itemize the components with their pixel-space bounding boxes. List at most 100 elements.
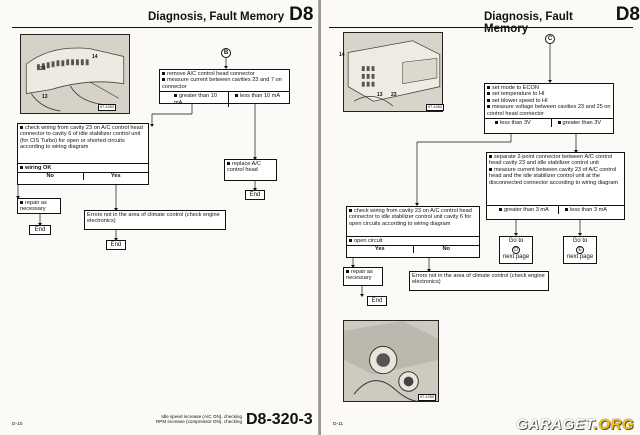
right-open-circuit: open circuit: [354, 238, 383, 244]
bullet-icon: [20, 126, 23, 130]
left-end-errors: End: [106, 240, 126, 250]
bullet-icon: [20, 166, 23, 170]
left-end-repair: End: [29, 225, 51, 235]
left-errors-not-text: Errors not in the area of climate contro…: [87, 212, 220, 225]
left-footer-line1: Idle speed increase (A/C ON), checking: [161, 414, 242, 419]
right-step-check: check wiring from cavity 23 on A/C contr…: [346, 206, 480, 258]
bullet-icon: [499, 208, 502, 212]
bullet-icon: [20, 201, 23, 205]
right-goto-e-marker: E: [576, 245, 584, 254]
right-step-set-4: measure voltage between cavities 23 and …: [487, 104, 611, 117]
left-answer-yes: Yes: [110, 173, 121, 180]
right-photo-label-13: 13: [377, 92, 383, 98]
left-footer-line2: RPM increase (compressor ON), checking: [155, 419, 242, 425]
left-step-check-text: check wiring from cavity 23 on A/C contr…: [20, 125, 143, 151]
right-goto-e-next: next page: [566, 254, 594, 260]
bullet-icon: [227, 162, 230, 166]
left-page-number: D-10: [12, 422, 23, 427]
right-goto-d-label: Go to: [508, 238, 524, 244]
right-photo-label-14: 14: [339, 52, 345, 58]
right-step-set: set mode to ECON set temperature to HI s…: [484, 83, 614, 134]
left-page: Diagnosis, Fault Memory D8: [0, 0, 319, 435]
bullet-icon: [489, 155, 492, 159]
right-goto-d: Go to D next page: [499, 236, 533, 264]
bullet-icon: [487, 92, 490, 96]
right-step-set-1: set mode to ECON: [492, 85, 539, 91]
left-step-remove: remove A/C control head connector measur…: [159, 69, 290, 108]
right-branch-gt3: greater than 3V: [562, 120, 602, 127]
right-sensor-photo: [343, 320, 439, 402]
bullet-icon: [495, 121, 498, 125]
left-start-marker: B: [221, 48, 231, 58]
right-answer-yes: Yes: [347, 246, 414, 253]
right-step-check-text: check wiring from cavity 23 on A/C contr…: [349, 208, 472, 227]
bullet-icon: [349, 239, 352, 243]
right-step-separate-1: separate 2-point connector between A/C c…: [489, 154, 613, 167]
right-goto-e: Go to E next page: [563, 236, 597, 264]
right-answer-no: No: [442, 246, 450, 253]
right-errors-not-text: Errors not in the area of climate contro…: [412, 273, 545, 286]
right-photo2-ref: 97-1059: [418, 394, 436, 401]
right-errors-not: Errors not in the area of climate contro…: [409, 271, 549, 291]
bullet-icon: [162, 72, 165, 76]
left-photo-label-23: 23: [40, 66, 46, 72]
right-repair-text: repair as necessary: [346, 269, 373, 282]
right-goto-e-label: Go to: [572, 238, 588, 244]
bullet-icon: [487, 98, 490, 102]
right-connector-photo: [343, 32, 443, 112]
site-watermark: GARAGET.ORG: [516, 416, 634, 433]
bullet-icon: [349, 209, 352, 213]
right-end-repair: End: [367, 296, 387, 306]
left-header-rule: [12, 27, 312, 28]
left-step-remove-1: remove A/C control head connector: [167, 71, 255, 77]
left-end-replace: End: [245, 190, 265, 200]
left-replace: replace A/C control head: [224, 159, 277, 181]
left-repair-text: repair as necessary: [20, 200, 47, 213]
left-replace-text: replace A/C control head: [227, 161, 261, 174]
watermark-main: GARAGET: [516, 416, 594, 433]
right-branch-gt3ma: greater than 3 mA: [504, 207, 549, 213]
bullet-icon: [162, 78, 165, 82]
left-connector-photo: [20, 34, 130, 114]
left-branch-lt: less than 10 mA: [240, 93, 281, 100]
right-page: Diagnosis, Fault Memory D8: [321, 0, 640, 435]
right-start-marker: C: [545, 34, 555, 44]
watermark-suffix: .ORG: [593, 416, 634, 433]
bullet-icon: [174, 94, 177, 98]
bullet-icon: [487, 86, 490, 90]
bullet-icon: [565, 208, 568, 212]
right-step-set-3: set blower speed to HI: [492, 97, 548, 104]
right-branch-lt3ma: less than 3 mA: [570, 207, 607, 213]
bullet-icon: [489, 167, 492, 171]
right-header-rule: [329, 27, 633, 28]
bullet-icon: [235, 94, 238, 98]
left-header-code: D8: [289, 4, 314, 25]
page-gutter: [318, 0, 322, 435]
left-step-check: check wiring from cavity 23 on A/C contr…: [17, 123, 149, 185]
left-photo-label-14: 14: [92, 54, 98, 60]
right-header-title: Diagnosis, Fault Memory: [484, 11, 573, 35]
left-repair: repair as necessary: [17, 198, 61, 214]
left-header: Diagnosis, Fault Memory D8: [148, 4, 313, 26]
left-branch-gt: greater than 10 mA: [174, 93, 217, 106]
left-wiring-ok: wiring OK: [25, 165, 52, 171]
right-photo-label-23: 23: [391, 92, 397, 98]
left-answer-no: No: [18, 173, 84, 180]
right-page-number: D-11: [333, 422, 344, 427]
left-photo-label-13: 13: [42, 94, 48, 100]
right-step-separate-2: measure current between cavity 23 of A/C…: [489, 166, 619, 186]
right-goto-d-next: next page: [502, 254, 530, 260]
left-step-remove-2: measure current between cavities 23 and …: [162, 77, 282, 90]
right-goto-d-marker: D: [512, 245, 520, 254]
right-header: Diagnosis, Fault Memory D8: [484, 4, 640, 35]
bullet-icon: [557, 121, 561, 125]
left-photo-ref: 97-1062: [98, 104, 116, 111]
left-header-title: Diagnosis, Fault Memory: [148, 11, 285, 23]
left-footer-text: Idle speed increase (A/C ON), checking R…: [86, 414, 242, 425]
right-step-set-2: set temperature to HI: [492, 91, 545, 98]
right-repair: repair as necessary: [343, 267, 383, 286]
left-errors-not: Errors not in the area of climate contro…: [84, 210, 226, 230]
right-photo-ref: 97-1062: [426, 104, 444, 111]
right-branch-lt3: less than 3V: [500, 120, 531, 127]
bullet-icon: [487, 105, 490, 109]
